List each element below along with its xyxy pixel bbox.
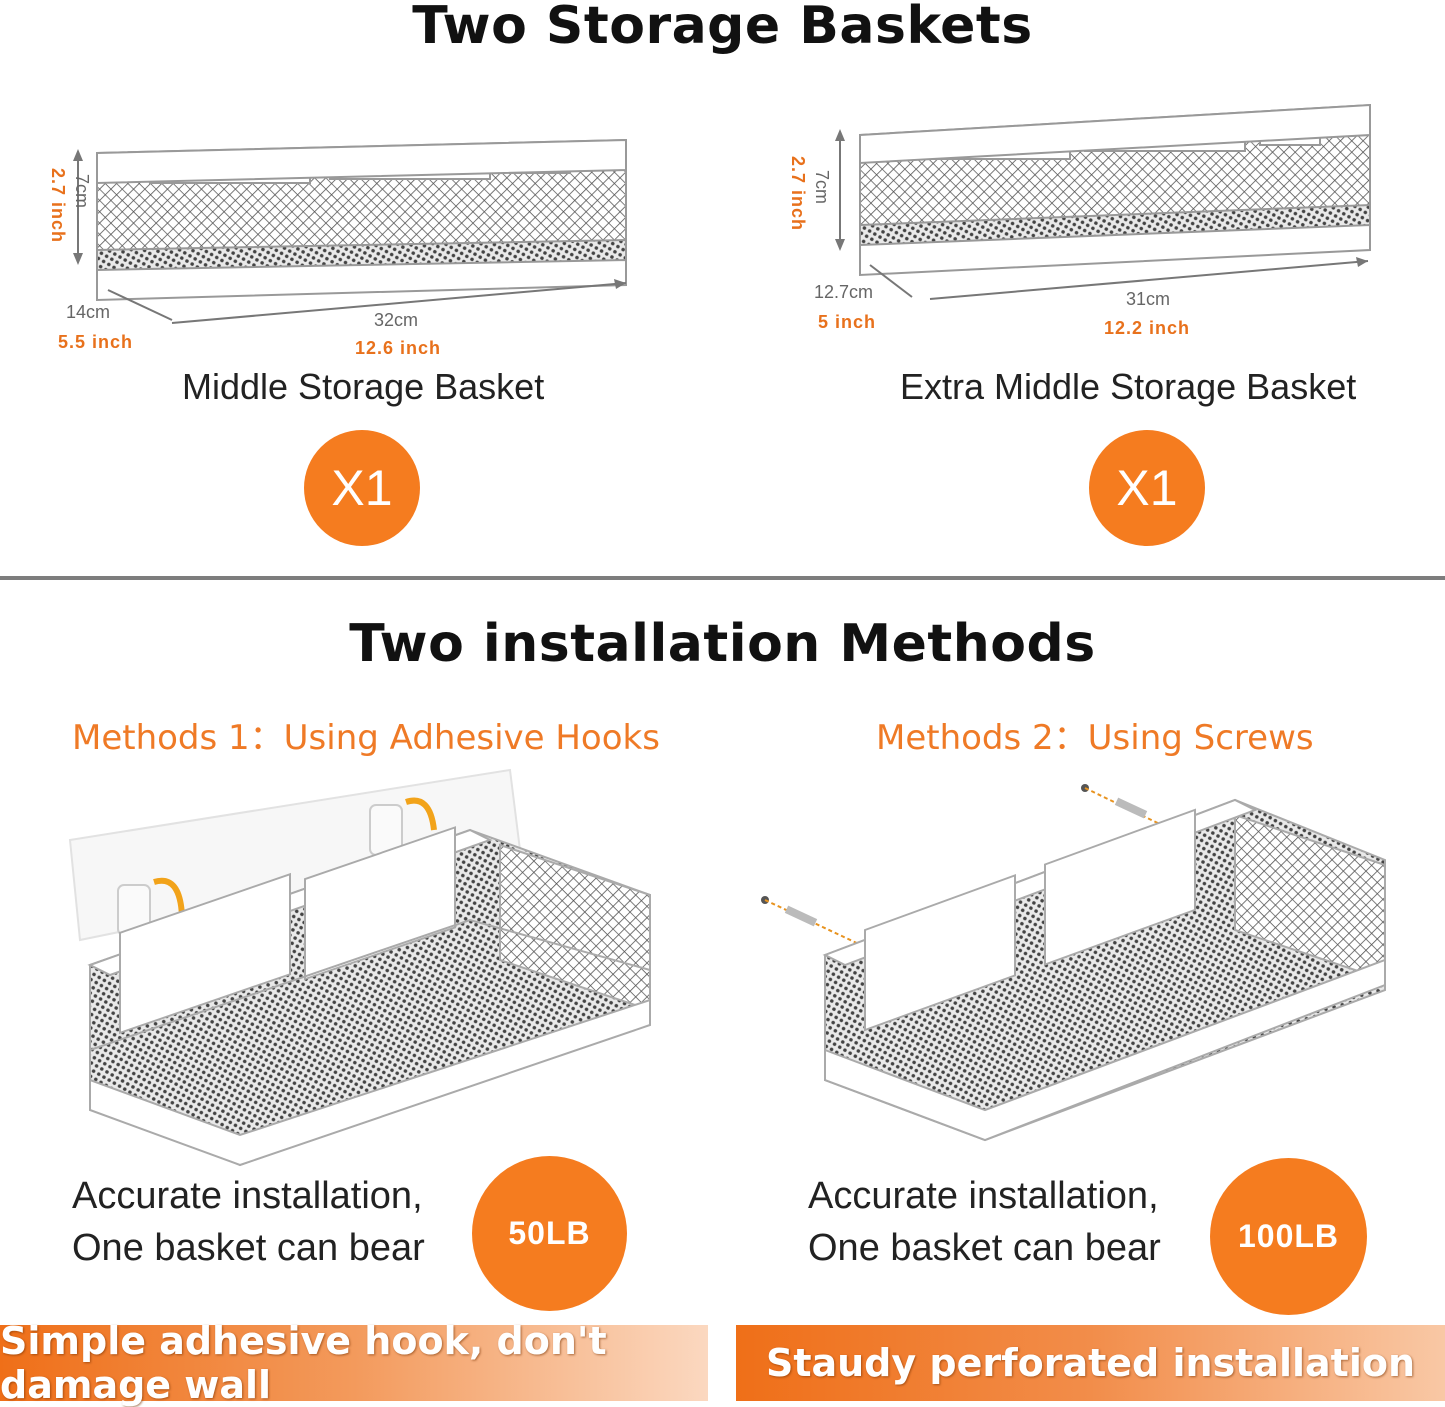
method-1-description: Accurate installation, One basket can be… [72, 1170, 425, 1274]
left-length-in: 12.6 inch [355, 338, 442, 358]
right-height-cm: 7cm [812, 170, 832, 205]
method-2-heading: Methods 2：Using Screws [876, 718, 1314, 758]
section-title-baskets: Two Storage Baskets [412, 0, 1033, 56]
right-basket-name: Extra Middle Storage Basket [900, 366, 1357, 407]
right-length-cm: 31cm [1126, 289, 1171, 309]
left-depth-in: 5.5 inch [58, 332, 134, 352]
right-depth-cm: 12.7cm [814, 282, 874, 302]
method-2-banner: Staudy perforated installation [736, 1325, 1445, 1401]
left-height-cm: 7cm [72, 174, 92, 209]
method-2-line-1: Accurate installation, [808, 1175, 1159, 1217]
method-1-banner: Simple adhesive hook, don't damage wall [0, 1319, 708, 1407]
method-2-description: Accurate installation, One basket can be… [808, 1170, 1161, 1274]
arrow-icon [405, 797, 437, 831]
right-length-in: 12.2 inch [1104, 318, 1191, 338]
wall-anchor-icon [784, 905, 818, 927]
right-height-in: 2.7 inch [788, 156, 808, 232]
left-length-cm: 32cm [374, 310, 419, 330]
method-2-load-badge: 100LB [1210, 1158, 1367, 1315]
left-height-in: 2.7 inch [48, 168, 68, 244]
method-1-line-2: One basket can bear [72, 1227, 425, 1269]
right-height-dimension: 7cm 2.7 inch [780, 150, 832, 250]
middle-basket-illustration [73, 138, 627, 324]
adhesive-hook-basket-illustration [68, 768, 651, 1167]
left-height-dimension: 7cm 2.7 inch [22, 164, 92, 264]
method-1-load-badge: 50LB [472, 1156, 627, 1311]
right-depth-in: 5 inch [818, 312, 877, 332]
extra-middle-basket-illustration [835, 103, 1371, 300]
method-1-heading: Methods 1：Using Adhesive Hooks [72, 718, 660, 758]
left-basket-name: Middle Storage Basket [182, 366, 545, 407]
section-title-installation: Two installation Methods [349, 614, 1096, 674]
screw-basket-illustration [761, 784, 1386, 1142]
right-quantity-badge: X1 [1089, 430, 1205, 546]
arrow-icon [153, 877, 185, 917]
method-1-line-1: Accurate installation, [72, 1175, 423, 1217]
wall-anchor-icon [1114, 797, 1148, 819]
left-quantity-badge: X1 [304, 430, 420, 546]
method-2-line-2: One basket can bear [808, 1227, 1161, 1269]
left-depth-cm: 14cm [66, 302, 111, 322]
section-divider [0, 576, 1445, 580]
